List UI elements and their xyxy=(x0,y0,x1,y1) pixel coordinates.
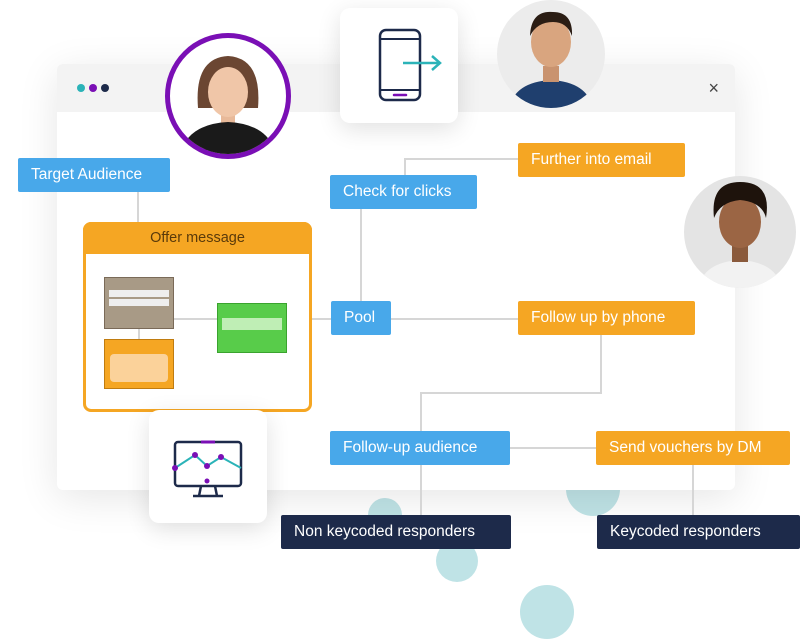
window-dot-teal[interactable] xyxy=(77,84,85,92)
connector xyxy=(137,190,139,224)
mini-connector xyxy=(138,329,140,341)
monitor-chart-icon xyxy=(172,440,243,498)
mini-green-card xyxy=(217,303,287,353)
further-into-email-node[interactable]: Further into email xyxy=(518,143,685,177)
avatar-man-curly xyxy=(684,176,796,288)
check-for-clicks-node[interactable]: Check for clicks xyxy=(330,175,477,209)
monitor-card xyxy=(149,410,267,523)
mini-content-card xyxy=(104,277,174,329)
avatar-man xyxy=(497,0,605,108)
follow-up-audience-node[interactable]: Follow-up audience xyxy=(330,431,510,465)
connector xyxy=(404,158,406,176)
non-keycoded-responders-node[interactable]: Non keycoded responders xyxy=(281,515,511,549)
phone-forward-icon xyxy=(378,28,442,102)
connector xyxy=(312,318,332,320)
connector xyxy=(510,447,597,449)
connector xyxy=(404,158,519,160)
mini-delivery-card xyxy=(104,339,174,389)
send-vouchers-by-dm-node[interactable]: Send vouchers by DM xyxy=(596,431,790,465)
keycoded-responders-node[interactable]: Keycoded responders xyxy=(597,515,800,549)
follow-up-by-phone-node[interactable]: Follow up by phone xyxy=(518,301,695,335)
connector xyxy=(420,464,422,516)
connector xyxy=(420,392,422,432)
mini-connector xyxy=(174,318,218,320)
connector xyxy=(360,207,362,303)
connector xyxy=(692,464,694,516)
window-dot-purple[interactable] xyxy=(89,84,97,92)
pool-node[interactable]: Pool xyxy=(331,301,391,335)
connector xyxy=(420,392,602,394)
close-icon[interactable]: × xyxy=(708,78,719,98)
decor-circle xyxy=(520,585,574,639)
target-audience-node[interactable]: Target Audience xyxy=(18,158,170,192)
offer-message-box[interactable]: Offer message xyxy=(83,222,312,412)
window-dot-dark[interactable] xyxy=(101,84,109,92)
avatar-woman xyxy=(165,33,291,159)
connector xyxy=(390,318,520,320)
offer-message-title: Offer message xyxy=(83,222,312,254)
phone-card xyxy=(340,8,458,123)
connector xyxy=(600,334,602,394)
